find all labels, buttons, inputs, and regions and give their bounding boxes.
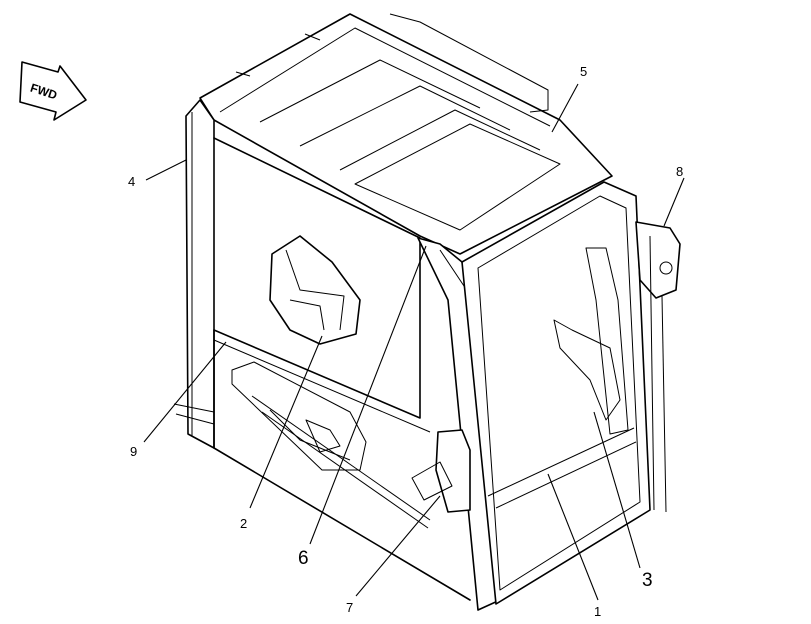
callout-9: 9 — [130, 444, 137, 459]
callout-1: 1 — [594, 604, 601, 619]
callout-4: 4 — [128, 174, 135, 189]
callout-5: 5 — [580, 64, 587, 79]
callout-8: 8 — [676, 164, 683, 179]
callout-6: 6 — [298, 548, 309, 569]
cab-body — [173, 13, 681, 611]
callout-3: 3 — [642, 570, 653, 591]
callout-labels: 1 2 3 4 5 6 7 8 9 — [128, 64, 683, 619]
callout-7: 7 — [346, 600, 353, 615]
callout-2: 2 — [240, 516, 247, 531]
fwd-arrow: FWD — [19, 61, 87, 121]
leader-lines — [143, 83, 685, 601]
